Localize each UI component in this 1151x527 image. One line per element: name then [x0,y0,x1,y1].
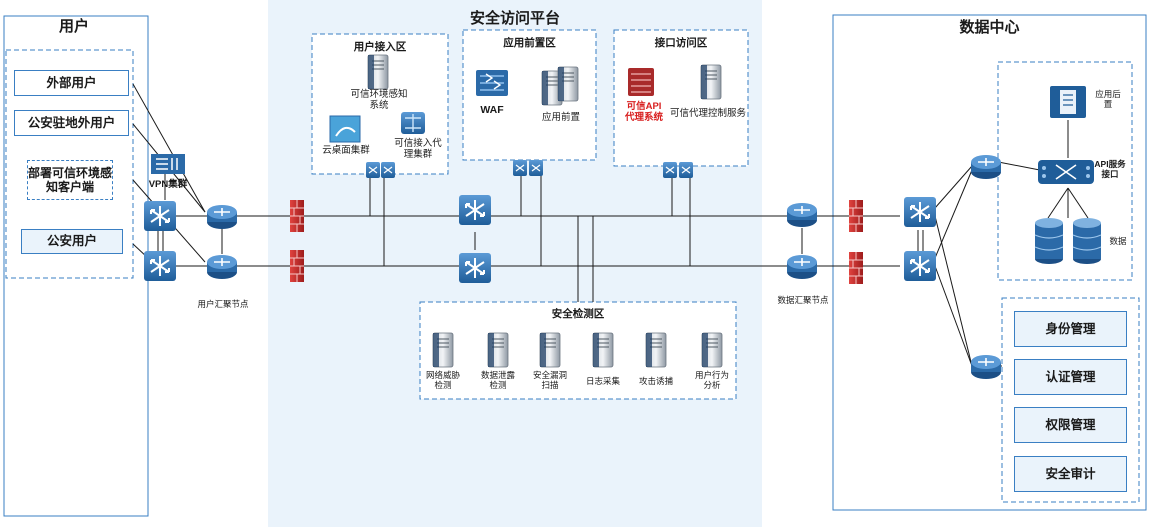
detection-server-2 [487,332,509,368]
detection-item-vuln: 安全漏洞扫描 [532,370,567,390]
api-proxy-label: 可信API代理系统 [624,101,663,123]
user-item-police: 公安用户 [21,229,123,254]
app-front-zone-title: 应用前置区 [503,37,556,49]
core-switch-bottom [458,252,492,284]
proxy-control-server-icon [700,64,722,100]
app-front-server-icon [541,66,579,106]
user-router-top [206,204,238,230]
user-item-trusted-client: 部署可信环境感知客户端 [27,160,113,200]
data-node-label: 数据汇聚节点 [777,295,829,305]
mgmt-auth: 认证管理 [1014,359,1127,395]
mgmt-identity: 身份管理 [1014,311,1127,347]
user-router-bottom [206,254,238,280]
waf-icon [476,70,508,96]
detection-server-6 [701,332,723,368]
mgmt-permission: 权限管理 [1014,407,1127,443]
detection-item-honeypot: 攻击诱捕 [638,376,673,386]
firewall-left-bottom [289,249,305,283]
detection-item-leak: 数据泄露检测 [480,370,515,390]
api-service-label: API服务接口 [1094,159,1126,179]
interface-zone-box [613,29,749,167]
detection-server-1 [432,332,454,368]
cloud-desktop-label: 云桌面集群 [322,145,370,156]
vpn-icon [151,154,185,174]
dc-router-bottom [970,354,1002,380]
firewall-right-bottom [848,251,864,285]
trusted-proxy-label: 可信接入代理集群 [394,138,442,160]
app-backend-icon [1050,86,1086,118]
trusted-env-server-icon [367,54,389,90]
detection-item-network: 网络威胁检测 [425,370,460,390]
dc-router-top [970,154,1002,180]
app-backend-label: 应用后置 [1095,89,1121,109]
cloud-desktop-icon [329,115,361,143]
detection-item-behavior: 用户行为分析 [694,370,729,390]
detection-server-3 [539,332,561,368]
datacenter-title: 数据中心 [959,19,1020,36]
user-node-label: 用户汇聚节点 [197,299,249,309]
data-router-top [786,202,818,228]
api-proxy-icon [628,68,654,96]
user-switch-bottom [143,250,177,282]
mgmt-audit: 安全审计 [1014,456,1127,492]
detection-server-4 [592,332,614,368]
platform-title: 安全访问平台 [469,10,560,27]
data-router-bottom [786,254,818,280]
data-label: 数据 [1109,236,1127,246]
detection-server-5 [645,332,667,368]
firewall-right-top [848,199,864,233]
dc-switch-bottom [903,250,937,282]
trusted-env-label: 可信环境感知系统 [350,89,408,111]
waf-label: WAF [480,104,504,116]
trusted-proxy-icon [401,112,425,134]
firewall-left-top [289,199,305,233]
user-switch-top [143,200,177,232]
users-title: 用户 [58,18,89,35]
core-switch-top [458,194,492,226]
detection-zone-title: 安全检测区 [551,308,605,320]
interface-zone-title: 接口访问区 [654,37,708,49]
detection-zone-box [419,301,737,400]
user-item-external: 外部用户 [14,70,129,96]
proxy-control-label: 可信代理控制服务 [669,108,746,119]
user-item-offsite: 公安驻地外用户 [14,110,129,136]
dc-switch-top [903,196,937,228]
access-zone-title: 用户接入区 [353,41,407,53]
api-service-icon [1038,160,1094,184]
vpn-label: VPN集群 [148,179,188,190]
app-front-label: 应用前置 [541,112,580,123]
detection-item-log: 日志采集 [585,376,620,386]
